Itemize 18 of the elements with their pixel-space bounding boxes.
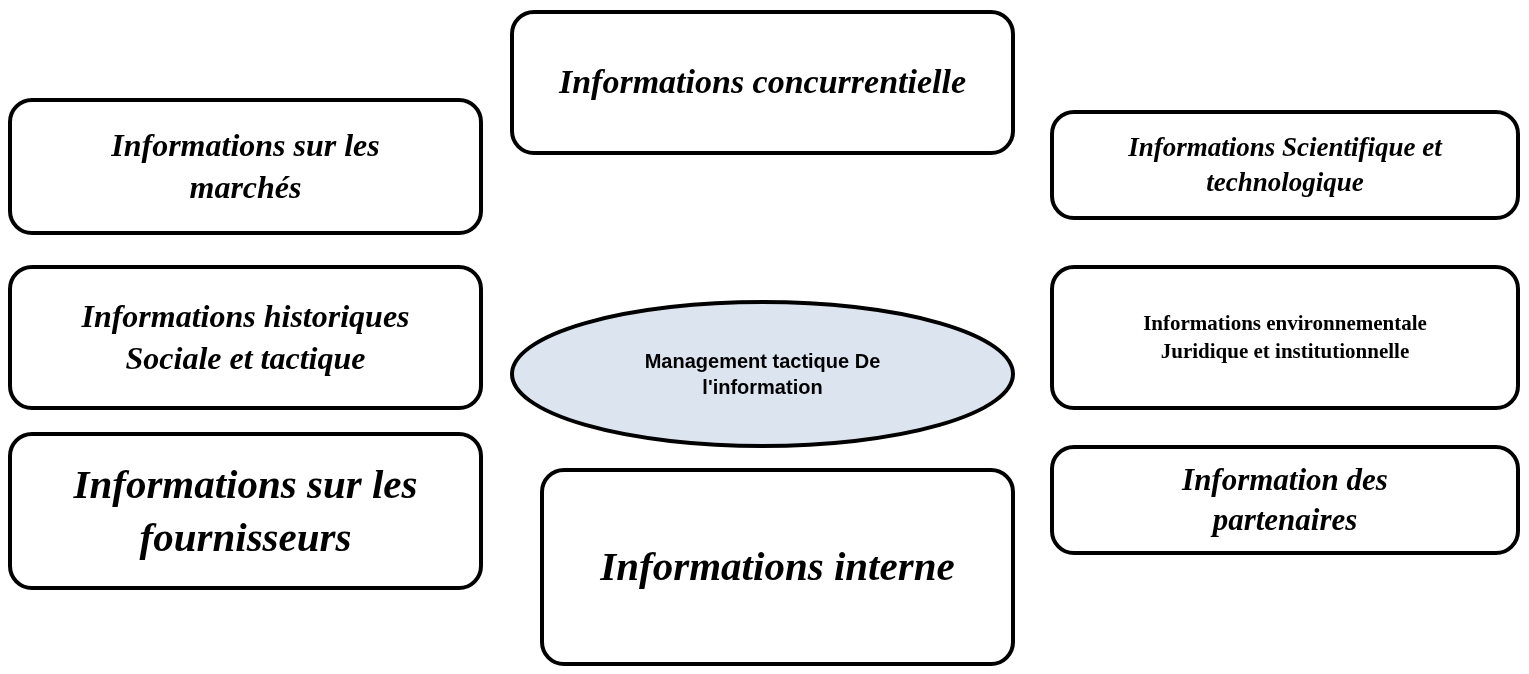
node-text: Management tactique De l'information xyxy=(643,349,882,400)
node-text: Informations historiques Sociale et tactique xyxy=(80,296,411,378)
rounded-box xyxy=(1050,265,1520,410)
rounded-box xyxy=(510,10,1015,155)
rounded-box xyxy=(8,432,483,590)
node-text: Informations interne xyxy=(600,542,955,592)
node-text: Information des partenaires xyxy=(1180,460,1389,539)
rounded-box xyxy=(540,468,1015,666)
rounded-box xyxy=(8,98,483,235)
node-text: Informations environnementale Juridique et institutionnelle xyxy=(1142,310,1428,365)
node-text: Informations sur les fournisseurs xyxy=(72,459,419,562)
node-text: Informations Scientifique et technologique xyxy=(1127,130,1444,199)
rounded-box xyxy=(1050,110,1520,220)
rounded-box xyxy=(8,265,483,410)
ellipse-node xyxy=(510,300,1015,448)
rounded-box xyxy=(1050,445,1520,555)
node-text: Informations sur les marchés xyxy=(110,125,381,207)
node-text: Informations concurrentielle xyxy=(558,62,967,103)
